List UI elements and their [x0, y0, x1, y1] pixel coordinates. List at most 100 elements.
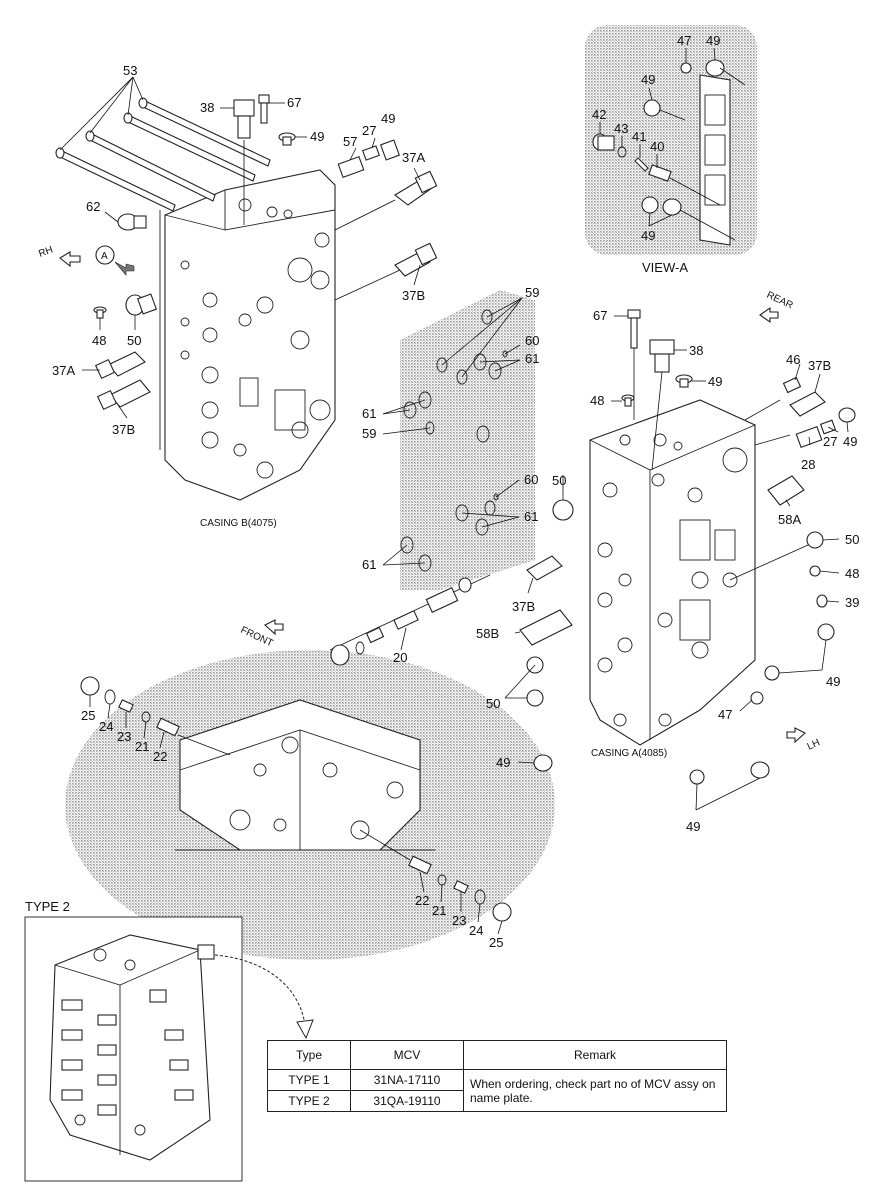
callout-59: 59 [362, 426, 376, 441]
view-a-callout-49: 49 [706, 33, 720, 48]
view-a-arrow [95, 245, 135, 276]
callout-28: 28 [801, 457, 815, 472]
callout-48: 48 [845, 566, 859, 581]
plug-49-top-left [278, 132, 296, 146]
direction-arrow-rear [759, 306, 779, 324]
callout-37b: 37B [402, 288, 425, 303]
callout-37a: 37A [402, 150, 425, 165]
plug-38-left [233, 99, 255, 225]
plug-62 [117, 213, 147, 231]
callout-37b: 37B [808, 358, 831, 373]
lower-right-cap-parts [359, 829, 512, 922]
callout-21: 21 [135, 739, 149, 754]
callout-67: 67 [593, 308, 607, 323]
callout-20: 20 [393, 650, 407, 665]
remark-cell: When ordering, check part no of MCV assy… [463, 1069, 727, 1112]
view-a-callout-49: 49 [641, 72, 655, 87]
callout-48: 48 [92, 333, 106, 348]
seal-kit-shaded-panel [400, 290, 535, 590]
plug-50-left [125, 293, 158, 316]
callout-49: 49 [381, 111, 395, 126]
callout-49: 49 [496, 755, 510, 770]
callout-23: 23 [452, 913, 466, 928]
view-a-label: VIEW-A [642, 260, 688, 275]
relief-parts-57-27-49 [337, 139, 401, 179]
part-callouts: 53 38 67 49 57 27 49 37A 62 37B 48 50 37… [52, 33, 859, 950]
callout-22: 22 [153, 749, 167, 764]
table-header-row: Type MCV Remark [267, 1040, 727, 1070]
direction-arrow-lh [786, 727, 806, 744]
relief-parts-right [744, 376, 856, 506]
callout-27: 27 [823, 434, 837, 449]
screw-48-right [621, 394, 635, 407]
casing-a-block [589, 399, 756, 746]
callout-23: 23 [117, 729, 131, 744]
direction-label-rh: RH [37, 245, 54, 260]
callout-50: 50 [486, 696, 500, 711]
callout-38: 38 [200, 100, 214, 115]
callout-47: 47 [718, 707, 732, 722]
casing-a-label: CASING A(4085) [591, 748, 667, 759]
header-mcv: MCV [350, 1040, 464, 1070]
leader-lines [59, 47, 849, 935]
callout-58a: 58A [778, 512, 801, 527]
view-a-marker-letter: A [101, 251, 108, 262]
lower-left-cap-parts [80, 676, 231, 756]
callout-59: 59 [525, 285, 539, 300]
mcv-cell: 31QA-19110 [350, 1090, 464, 1112]
casing-b-label: CASING B(4075) [200, 518, 277, 529]
type-cell: TYPE 2 [267, 1090, 351, 1112]
callout-46: 46 [786, 352, 800, 367]
bolt-67-left [258, 94, 270, 124]
callout-37b: 37B [112, 422, 135, 437]
direction-arrow-front [264, 619, 284, 636]
seal-rings [400, 309, 508, 572]
callout-60: 60 [525, 333, 539, 348]
plug-49-right-top [675, 374, 693, 388]
table-row: TYPE 2 31QA-19110 [267, 1090, 727, 1112]
view-a-callout-43: 43 [614, 121, 628, 136]
type2-illustration [24, 916, 314, 1182]
type-cell: TYPE 1 [267, 1069, 351, 1091]
callout-61: 61 [362, 557, 376, 572]
direction-arrow-rh [59, 251, 81, 268]
valve-37A-top [334, 170, 438, 231]
callout-49: 49 [686, 819, 700, 834]
callout-39: 39 [845, 595, 859, 610]
bolt-67-right [627, 309, 641, 420]
callout-48: 48 [590, 393, 604, 408]
callout-61: 61 [525, 351, 539, 366]
callout-50: 50 [552, 473, 566, 488]
callout-37b: 37B [512, 599, 535, 614]
callout-22: 22 [415, 893, 429, 908]
screw-48-left [93, 306, 107, 319]
callout-27: 27 [362, 123, 376, 138]
callout-60: 60 [524, 472, 538, 487]
view-a-callout-41: 41 [632, 129, 646, 144]
callout-61: 61 [362, 406, 376, 421]
callout-37a: 37A [52, 363, 75, 378]
callout-61: 61 [524, 509, 538, 524]
view-a-callout-40: 40 [650, 139, 664, 154]
callout-25: 25 [489, 935, 503, 950]
valve-37B-left [96, 379, 151, 411]
callout-21: 21 [432, 903, 446, 918]
valve-37B-top [334, 242, 438, 301]
lower-casing-block [175, 699, 435, 851]
callout-25: 25 [81, 708, 95, 723]
callout-50: 50 [127, 333, 141, 348]
mcv-type-table: Type MCV Remark TYPE 1 31NA-17110 When o… [267, 1040, 727, 1112]
view-a-callout-42: 42 [592, 107, 606, 122]
view-a-callout-47: 47 [677, 33, 691, 48]
callout-38: 38 [689, 343, 703, 358]
callout-57: 57 [343, 134, 357, 149]
view-a-callout-49: 49 [641, 228, 655, 243]
table-row: TYPE 1 31NA-17110 When ordering, check p… [267, 1069, 727, 1112]
mcv-cell: 31NA-17110 [350, 1069, 464, 1091]
callout-49: 49 [843, 434, 857, 449]
direction-label-lh: LH [806, 737, 822, 752]
type2-title: TYPE 2 [25, 899, 70, 914]
callout-49: 49 [826, 674, 840, 689]
callout-50: 50 [845, 532, 859, 547]
callout-24: 24 [469, 923, 483, 938]
